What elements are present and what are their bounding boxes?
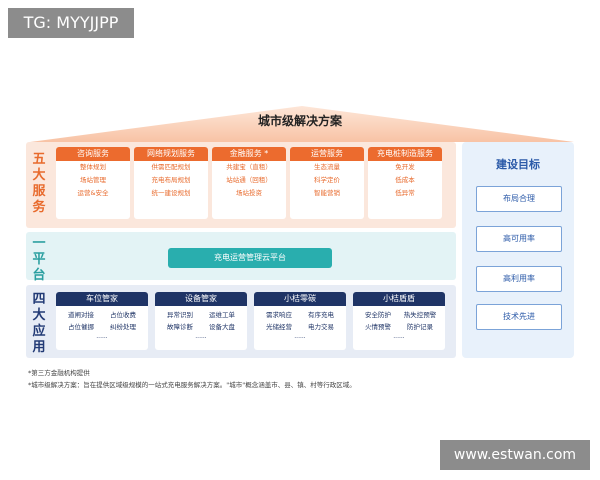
diagram-title: 城市级解决方案: [257, 114, 342, 128]
app-item: 运维工单: [209, 311, 235, 319]
service-item: 场站投资: [236, 189, 262, 197]
top-tag: TG: MYYJJPP: [8, 8, 134, 38]
service-item: 供需匹配规划: [151, 163, 191, 171]
app-item: 纠纷处理: [110, 323, 136, 331]
service-card: 充电桩制造服务 免开发 低成本 低异常: [368, 147, 442, 219]
watermark: www.estwan.com: [440, 440, 590, 470]
app-item: 有序充电: [308, 311, 334, 319]
platform-side-label: 一平台: [32, 236, 46, 283]
app-more: ......: [195, 333, 207, 340]
app-title: 小桔盾盾: [353, 292, 445, 306]
roof-banner: [30, 106, 574, 142]
service-item: 统一建设规划: [151, 189, 191, 197]
app-item: 故障诊断: [167, 323, 193, 331]
app-item: 道闸对接: [68, 311, 94, 319]
app-more: ......: [96, 333, 108, 340]
app-item: 设备大盘: [209, 323, 235, 331]
app-more: ......: [294, 333, 306, 340]
service-item: 站站通（回租）: [226, 176, 272, 184]
service-item: 运营&安全: [77, 189, 109, 197]
services-side-label: 五大服务: [32, 152, 46, 215]
app-item: 占位催挪: [68, 323, 94, 331]
app-title: 车位管家: [56, 292, 148, 306]
service-item: 场站管理: [80, 176, 106, 184]
goal-item: 技术先进: [476, 304, 562, 330]
service-card: 金融服务 * 共建宝（直租） 站站通（回租） 场站投资: [212, 147, 286, 219]
service-card: 网络规划服务 供需匹配规划 充电布局规划 统一建设规划: [134, 147, 208, 219]
service-card: 运营服务 生态流量 科学定价 智能营销: [290, 147, 364, 219]
service-item: 智能营销: [314, 189, 340, 197]
service-title: 充电桩制造服务: [368, 147, 442, 161]
service-item: 低成本: [395, 176, 415, 184]
service-item: 共建宝（直租）: [226, 163, 272, 171]
app-item: 光储经营: [266, 323, 292, 331]
platform-label: 充电运营管理云平台: [168, 248, 332, 268]
goal-item: 高可用率: [476, 226, 562, 252]
footnote: *城市级解决方案：旨在提供区域级规模的一站式充电服务解决方案。"城市"概念涵盖市…: [28, 381, 356, 389]
apps-side-label: 四大应用: [32, 292, 46, 355]
service-card: 咨询服务 整体规划 场站管理 运营&安全: [56, 147, 130, 219]
app-item: 安全防护: [365, 311, 391, 319]
service-item: 低异常: [395, 189, 415, 197]
service-item: 整体规划: [80, 163, 106, 171]
service-item: 充电布局规划: [151, 176, 191, 184]
goals-title: 建设目标: [496, 158, 540, 171]
service-title: 金融服务 *: [212, 147, 286, 161]
footnote: *第三方金融机构提供: [28, 369, 90, 377]
app-item: 火情预警: [365, 323, 391, 331]
app-item: 占位收费: [110, 311, 136, 319]
app-title: 设备管家: [155, 292, 247, 306]
service-item: 免开发: [395, 163, 415, 171]
service-title: 咨询服务: [56, 147, 130, 161]
app-item: 需求响应: [266, 311, 292, 319]
app-more: ......: [393, 333, 405, 340]
app-card: 车位管家 道闸对接 占位收费 占位催挪 纠纷处理 ......: [56, 292, 148, 350]
goal-item: 高利用率: [476, 266, 562, 292]
service-title: 运营服务: [290, 147, 364, 161]
app-item: 电力交易: [308, 323, 334, 331]
app-item: 热失控预警: [403, 311, 437, 319]
service-item: 科学定价: [314, 176, 340, 184]
app-item: 防护记录: [407, 323, 433, 331]
app-card: 设备管家 异常识别 运维工单 故障诊断 设备大盘 ......: [155, 292, 247, 350]
goal-item: 布局合理: [476, 186, 562, 212]
app-title: 小桔零碳: [254, 292, 346, 306]
app-item: 异常识别: [167, 311, 193, 319]
app-card: 小桔零碳 需求响应 有序充电 光储经营 电力交易 ......: [254, 292, 346, 350]
app-card: 小桔盾盾 安全防护 热失控预警 火情预警 防护记录 ......: [353, 292, 445, 350]
service-item: 生态流量: [314, 163, 340, 171]
service-title: 网络规划服务: [134, 147, 208, 161]
